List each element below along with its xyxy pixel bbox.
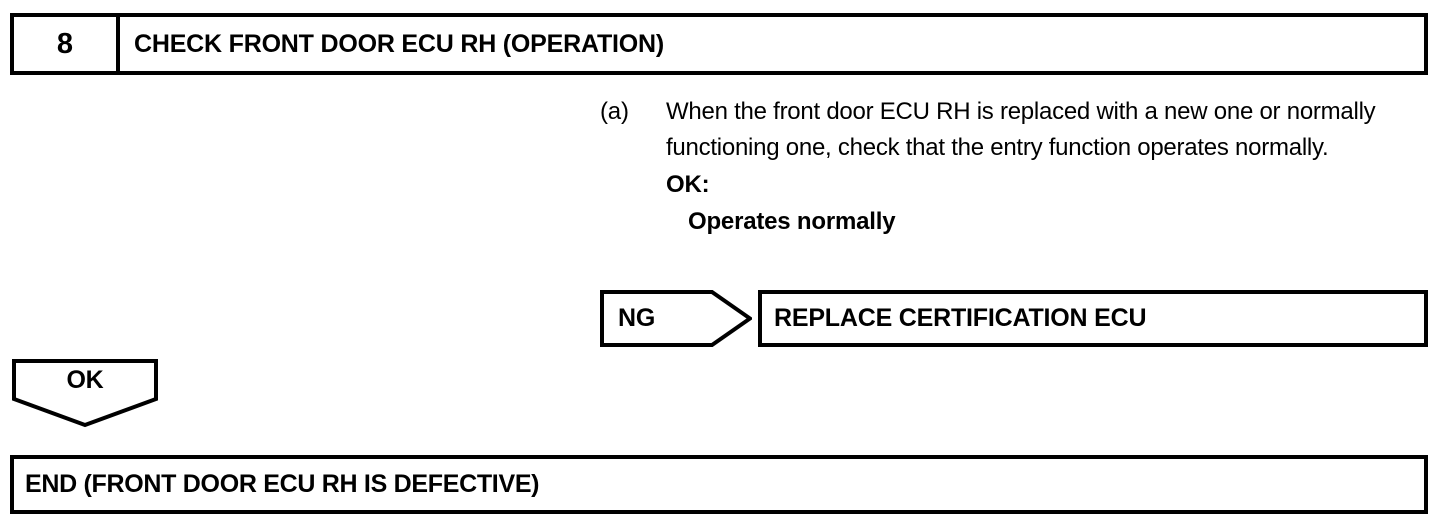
ok-arrow-down-icon: OK xyxy=(12,359,158,429)
step-title: CHECK FRONT DOOR ECU RH (OPERATION) xyxy=(134,29,665,58)
end-result-box: END (FRONT DOOR ECU RH IS DEFECTIVE) xyxy=(10,455,1428,514)
procedure-block: (a) When the front door ECU RH is replac… xyxy=(600,94,1430,241)
step-number: 8 xyxy=(56,27,74,60)
step-title-cell: CHECK FRONT DOOR ECU RH (OPERATION) xyxy=(120,17,1424,71)
procedure-body: When the front door ECU RH is replaced w… xyxy=(666,94,1430,241)
step-header-box: 8 CHECK FRONT DOOR ECU RH (OPERATION) xyxy=(10,13,1428,75)
end-label: END (FRONT DOOR ECU RH IS DEFECTIVE) xyxy=(25,470,540,498)
ng-arrow-right-icon xyxy=(600,290,752,347)
procedure-text: When the front door ECU RH is replaced w… xyxy=(666,98,1376,161)
procedure-marker: (a) xyxy=(600,98,629,125)
procedure-ok-value: Operates normally xyxy=(688,208,896,235)
procedure-ok-label: OK: xyxy=(666,171,710,198)
ok-label: OK xyxy=(66,366,104,394)
procedure-item-a: (a) When the front door ECU RH is replac… xyxy=(600,94,1430,241)
ng-branch-row: NG REPLACE CERTIFICATION ECU xyxy=(600,290,1428,347)
step-number-cell: 8 xyxy=(14,17,120,71)
ng-label: NG xyxy=(618,304,656,332)
ng-result-label: REPLACE CERTIFICATION ECU xyxy=(774,304,1147,332)
ng-result-box: REPLACE CERTIFICATION ECU xyxy=(758,290,1428,347)
